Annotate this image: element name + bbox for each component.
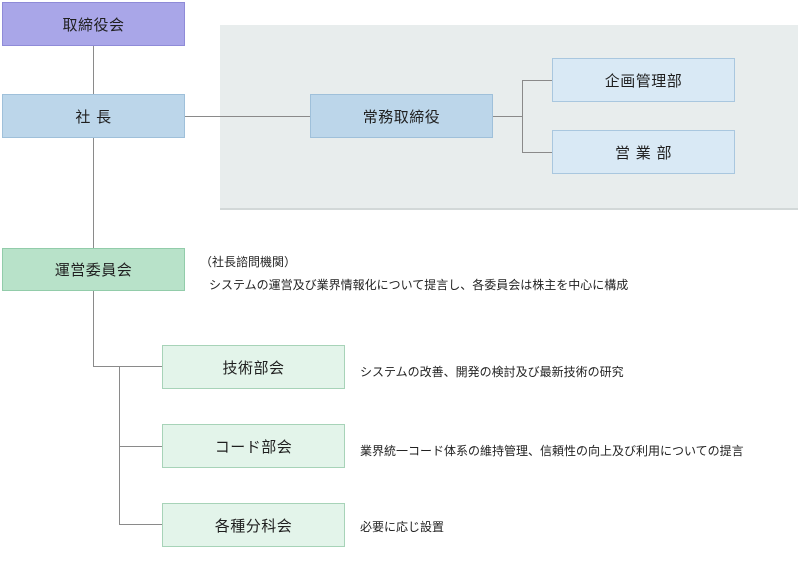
connector-president-director: [185, 116, 310, 117]
code-note: 業界統一コード体系の維持管理、信頼性の向上及び利用についての提言: [360, 444, 744, 458]
steering-committee-box: 運営委員会: [2, 248, 185, 291]
executive-panel: [220, 25, 798, 210]
connector-director-vertical: [522, 80, 523, 152]
connector-to-sales: [522, 152, 552, 153]
connector-to-planning: [522, 80, 552, 81]
connector-committee-elbow: [93, 366, 162, 367]
sub-note: 必要に応じ設置: [360, 520, 445, 534]
connector-board-president: [93, 46, 94, 94]
connector-to-sub: [119, 524, 162, 525]
connector-committee-down: [93, 291, 94, 366]
connector-director-stem: [493, 116, 523, 117]
steering-note-advisory: （社長諮問機関）: [200, 255, 297, 269]
code-subcommittee-box: コード部会: [162, 424, 345, 468]
president-box: 社 長: [2, 94, 185, 138]
tech-subcommittee-box: 技術部会: [162, 345, 345, 389]
connector-sub-vertical: [119, 366, 120, 524]
connector-to-code: [119, 446, 162, 447]
sales-dept-box: 営 業 部: [552, 130, 735, 174]
sub-committees-box: 各種分科会: [162, 503, 345, 547]
board-box: 取締役会: [2, 2, 185, 46]
connector-president-committee: [93, 138, 94, 248]
managing-director-box: 常務取締役: [310, 94, 493, 138]
planning-dept-box: 企画管理部: [552, 58, 735, 102]
steering-note-description: システムの運営及び業界情報化について提言し、各委員会は株主を中心に構成: [209, 278, 629, 292]
tech-note: システムの改善、開発の検討及び最新技術の研究: [360, 365, 624, 379]
